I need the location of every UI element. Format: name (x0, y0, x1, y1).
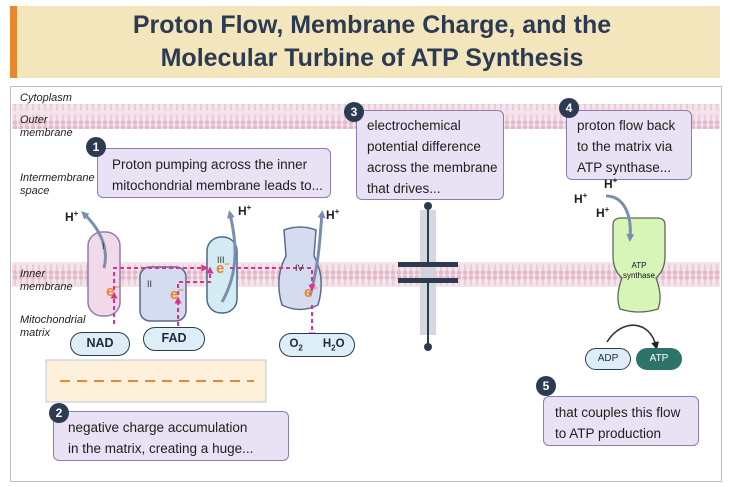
proton-label: H+ (574, 191, 588, 206)
proton-arrow-icon (81, 211, 107, 269)
title-line-1: Proton Flow, Membrane Charge, and the (132, 11, 612, 39)
title-line-2: Molecular Turbine of ATP Synthesis (160, 44, 584, 72)
proton-label: H+ (326, 207, 340, 222)
proton-label: H+ (65, 209, 79, 224)
proton-label: H+ (596, 205, 610, 220)
electron-label: e− (304, 283, 318, 301)
complex-iii (206, 236, 238, 314)
rotation-arrow-icon (606, 324, 659, 350)
title-banner: Proton Flow, Membrane Charge, and the Mo… (10, 6, 720, 78)
fad-pill: FAD (143, 327, 205, 351)
water-label: H2O (322, 338, 345, 353)
proton-arrow-icon (605, 194, 635, 242)
oxygen-label: O2 (289, 338, 303, 353)
adp-pill: ADP (585, 348, 631, 370)
complex-iii-label: III (217, 255, 225, 265)
step-4-number: 4 (559, 98, 579, 118)
atp-synthase (612, 217, 666, 313)
proton-label: H+ (604, 176, 618, 191)
electron-path-icon (113, 264, 209, 290)
complex-i-label: I (102, 241, 105, 251)
atp-pill: ATP (636, 348, 682, 370)
electron-label: e− (170, 285, 184, 303)
capacitor-icon (398, 202, 458, 351)
complex-ii-label: II (147, 279, 153, 289)
inner-membrane (12, 262, 720, 287)
step-3-number: 3 (344, 102, 364, 122)
complex-iv-label: IV (295, 263, 304, 273)
step-2-number: 2 (49, 403, 69, 423)
electron-path-icon (177, 266, 214, 295)
electron-label: e− (216, 259, 230, 277)
region-cytoplasm: Cytoplasm (20, 92, 72, 104)
step-5-number: 5 (536, 376, 556, 396)
proton-arrow-icon (220, 210, 237, 303)
oxygen-water-pill: O2 H2O (279, 333, 355, 357)
proton-label: H+ (238, 203, 252, 218)
electron-label: e− (106, 282, 120, 300)
nad-pill: NAD (70, 332, 130, 356)
step-1-number: 1 (86, 137, 106, 157)
